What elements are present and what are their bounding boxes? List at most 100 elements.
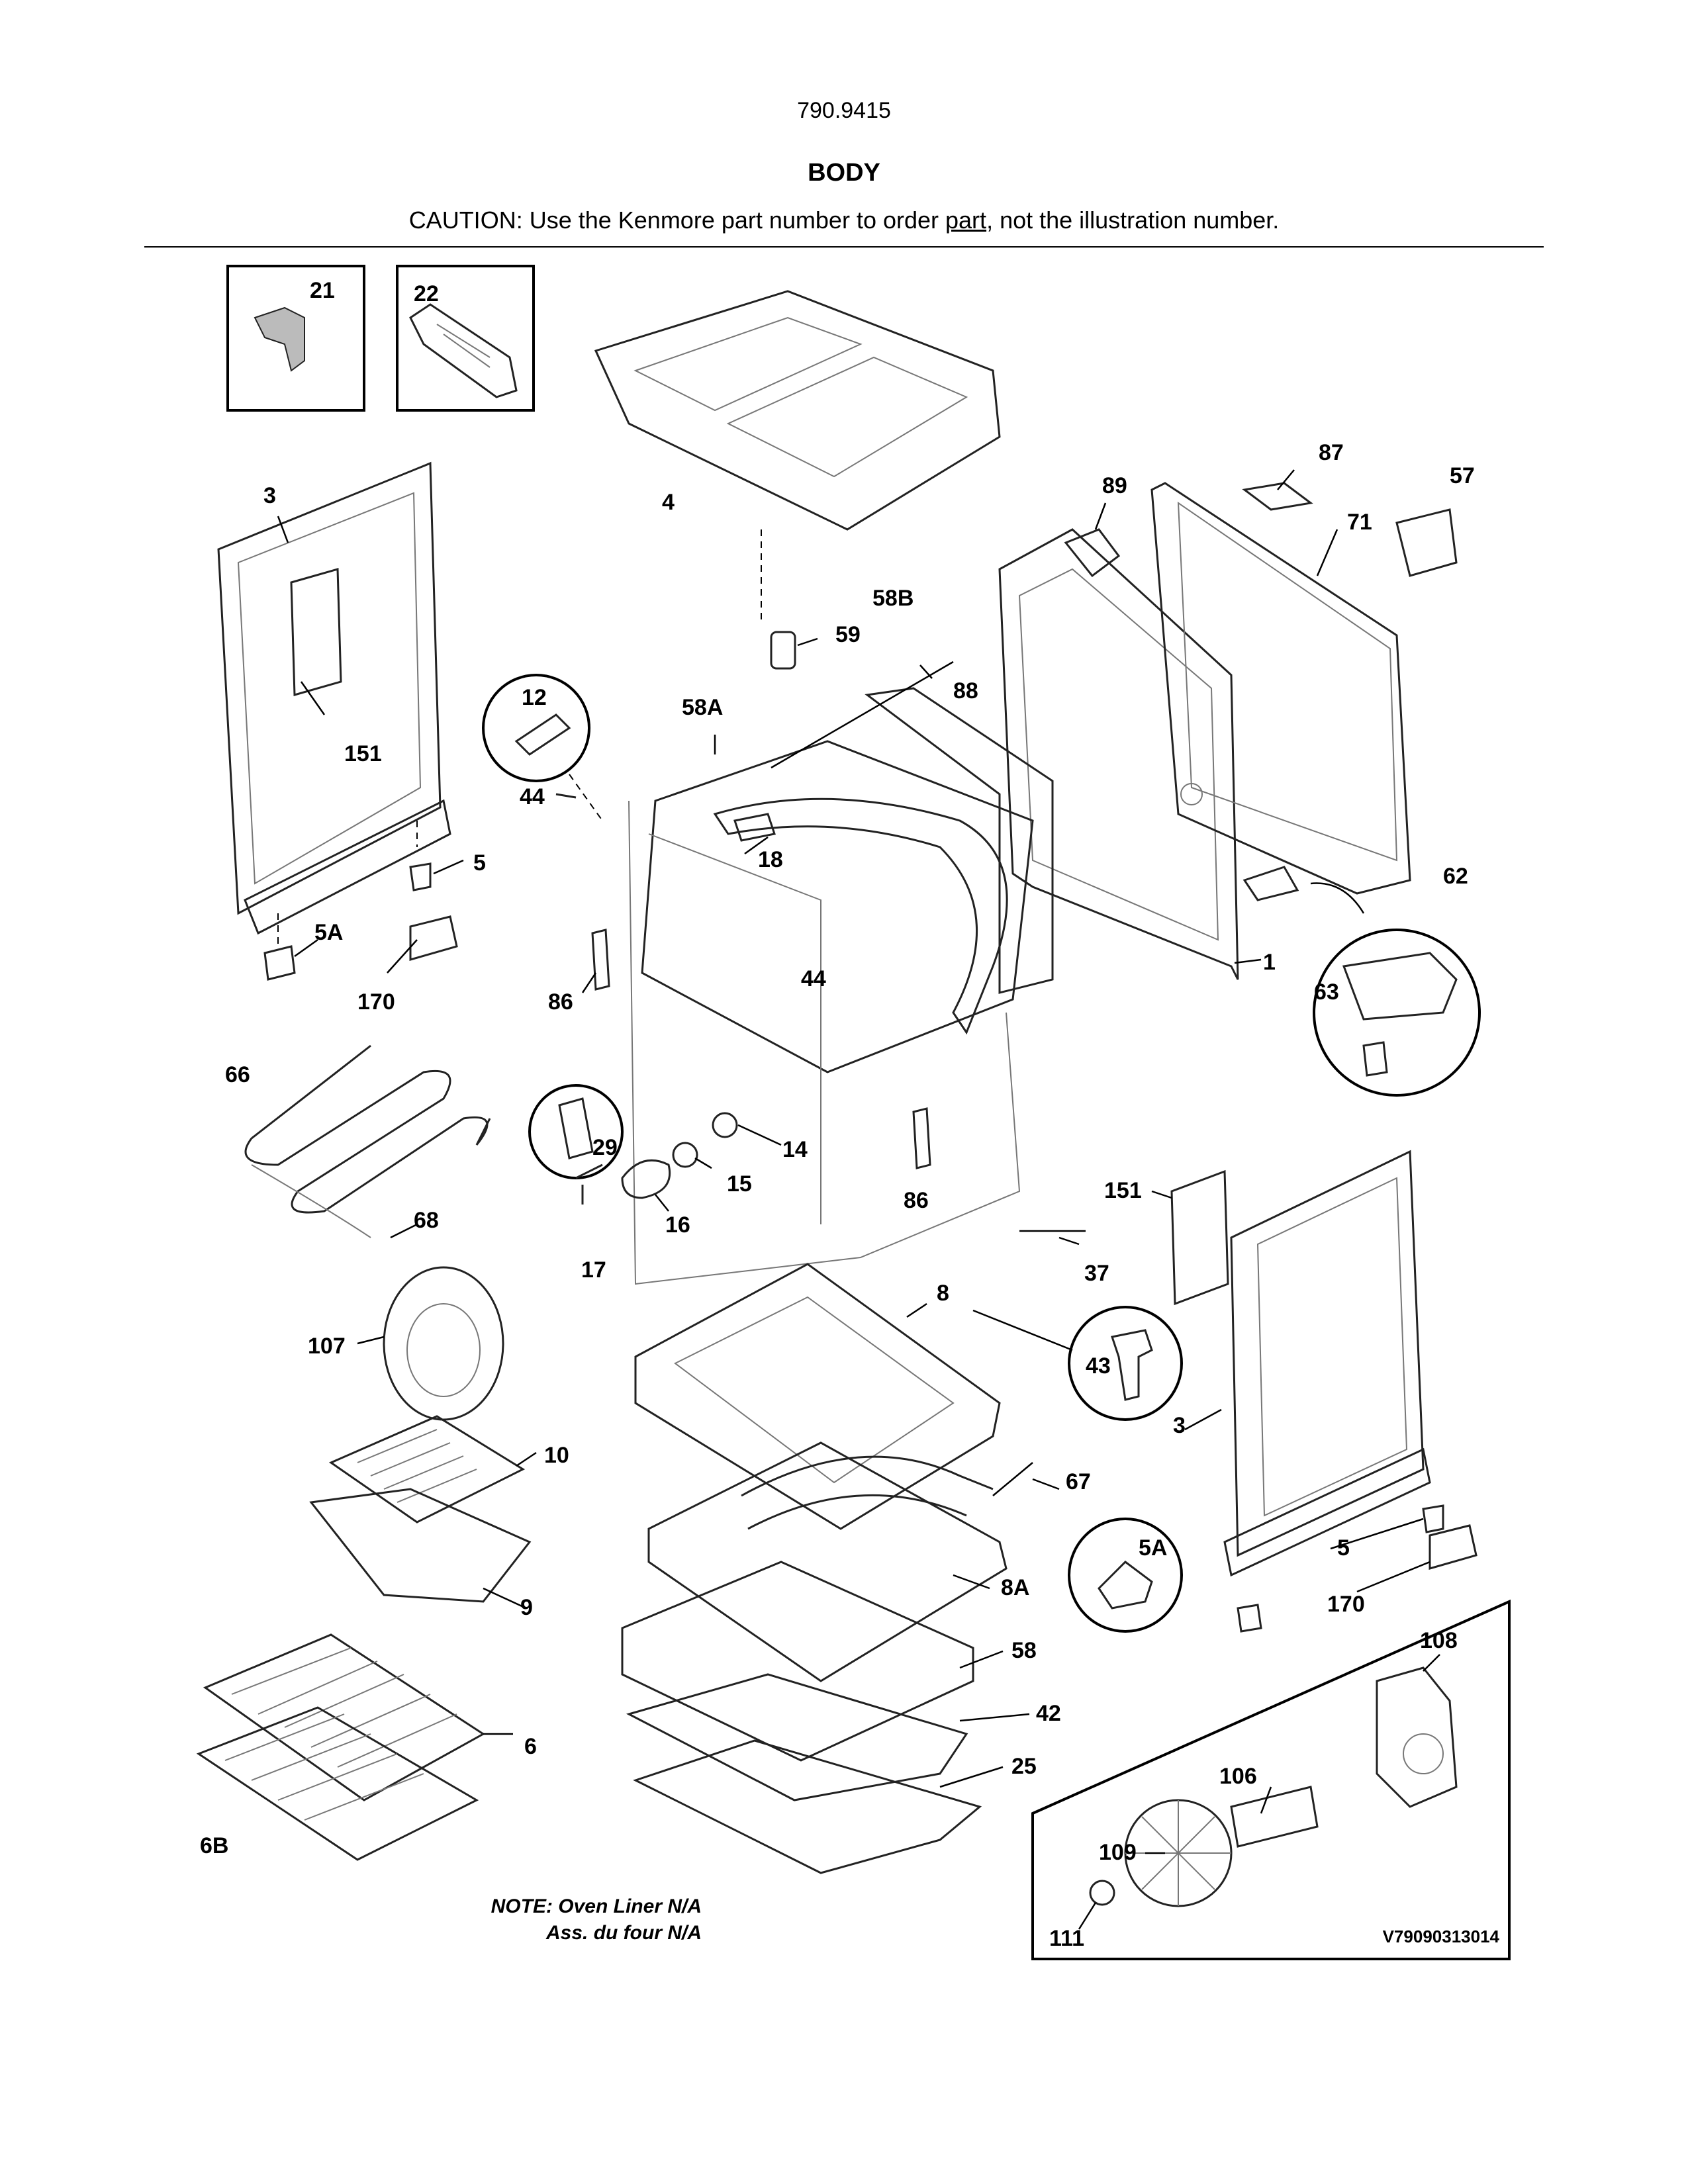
callout-29: 29 bbox=[592, 1135, 618, 1160]
caution-link[interactable]: part bbox=[945, 206, 987, 234]
part-4-top-panel bbox=[594, 290, 1001, 622]
callout-5A-b: 5A bbox=[1139, 1535, 1167, 1561]
part-58A-oven-cavity bbox=[628, 740, 1034, 1285]
callout-1: 1 bbox=[1263, 950, 1276, 975]
part-21-bracket bbox=[254, 306, 305, 372]
inset-circle-62 bbox=[1243, 866, 1481, 1097]
callout-151: 151 bbox=[344, 741, 382, 766]
part-151-bracket-right bbox=[1170, 1169, 1229, 1306]
callout-12: 12 bbox=[522, 685, 547, 710]
callout-8A: 8A bbox=[1001, 1575, 1029, 1600]
part-44-screw bbox=[555, 793, 577, 799]
part-89-bracket bbox=[1064, 528, 1121, 578]
part-58-insulation-bottom bbox=[621, 1561, 974, 1762]
callout-107: 107 bbox=[308, 1334, 346, 1359]
callout-5: 5 bbox=[473, 850, 486, 876]
part-86-bracket-left bbox=[591, 929, 610, 991]
callout-170-b: 170 bbox=[1327, 1592, 1365, 1617]
callout-21: 21 bbox=[310, 278, 335, 303]
callout-88: 88 bbox=[953, 678, 978, 704]
callout-37: 37 bbox=[1084, 1261, 1109, 1286]
part-111-nut bbox=[1089, 1880, 1115, 1906]
part-170-bracket bbox=[409, 915, 458, 961]
callout-25: 25 bbox=[1011, 1754, 1037, 1779]
callout-109: 109 bbox=[1099, 1840, 1137, 1865]
part-107-fan-cover bbox=[383, 1266, 504, 1421]
part-87-bracket bbox=[1242, 482, 1313, 511]
callout-42: 42 bbox=[1036, 1701, 1061, 1726]
callout-68: 68 bbox=[414, 1208, 439, 1233]
part-15-bulb bbox=[672, 1142, 698, 1168]
part-8-bottom-panel bbox=[634, 1263, 1001, 1530]
part-3-right-side-panel bbox=[1223, 1150, 1431, 1577]
callout-86-a: 86 bbox=[548, 989, 573, 1015]
part-57-cover-plate bbox=[1395, 508, 1458, 577]
inset-box-22 bbox=[396, 265, 535, 412]
callout-5A: 5A bbox=[314, 920, 343, 945]
part-88-wire bbox=[771, 660, 954, 769]
callout-14: 14 bbox=[782, 1137, 808, 1162]
leader-lines bbox=[277, 469, 1440, 1930]
caution-text: CAUTION: Use the Kenmore part number to … bbox=[0, 206, 1688, 234]
callout-9: 9 bbox=[520, 1595, 533, 1620]
part-109-fan-blade bbox=[1124, 1799, 1233, 1907]
callout-111: 111 bbox=[1049, 1926, 1084, 1951]
note-line-1: NOTE: Oven Liner N/A bbox=[491, 1895, 702, 1917]
part-5-leveler bbox=[409, 862, 432, 891]
callout-22: 22 bbox=[414, 281, 439, 306]
part-25-plate bbox=[633, 1739, 982, 1874]
inset-circle-29 bbox=[528, 1084, 624, 1179]
callout-44-a: 44 bbox=[520, 784, 545, 809]
model-number: 790.9415 bbox=[797, 98, 891, 123]
caution-post: , not the illustration number. bbox=[986, 206, 1280, 234]
callout-44-b: 44 bbox=[801, 966, 826, 991]
callout-58: 58 bbox=[1011, 1638, 1037, 1663]
callout-89: 89 bbox=[1102, 473, 1127, 498]
callout-18: 18 bbox=[758, 847, 783, 872]
callout-66: 66 bbox=[225, 1062, 250, 1087]
callout-3: 3 bbox=[263, 483, 276, 508]
callout-87: 87 bbox=[1319, 440, 1344, 465]
callout-6: 6 bbox=[524, 1734, 537, 1759]
callout-108: 108 bbox=[1420, 1628, 1458, 1653]
callout-5-b: 5 bbox=[1337, 1535, 1350, 1561]
part-67-wire bbox=[992, 1462, 1033, 1496]
callout-63: 63 bbox=[1314, 979, 1339, 1005]
part-3-left-side-panel bbox=[217, 461, 451, 946]
part-58B-insulation bbox=[713, 687, 1054, 1035]
callout-62: 62 bbox=[1443, 864, 1468, 889]
part-5A-leg bbox=[263, 945, 296, 981]
part-6-oven-rack bbox=[203, 1633, 485, 1801]
callout-170: 170 bbox=[357, 989, 395, 1015]
callout-67: 67 bbox=[1066, 1469, 1091, 1494]
part-106-shaft bbox=[1230, 1786, 1319, 1848]
callout-8: 8 bbox=[937, 1281, 949, 1306]
part-8A-bake-element bbox=[647, 1441, 1008, 1682]
callout-labels: 21 22 4 3 151 87 89 71 57 58B 59 88 58A … bbox=[200, 278, 1475, 1951]
callout-58A: 58A bbox=[682, 695, 723, 720]
inset-circle-43 bbox=[972, 1306, 1183, 1421]
callout-59: 59 bbox=[835, 622, 861, 647]
header-rule bbox=[144, 246, 1544, 248]
inset-circle-5A-right bbox=[1068, 1518, 1262, 1633]
callout-58B: 58B bbox=[872, 586, 914, 611]
part-5-leveler-right bbox=[1422, 1504, 1444, 1533]
part-17-clip bbox=[575, 1163, 603, 1205]
part-68-wire bbox=[251, 1164, 371, 1238]
part-59-cylinder bbox=[770, 631, 796, 670]
callout-4: 4 bbox=[662, 490, 675, 515]
callout-151-b: 151 bbox=[1104, 1178, 1142, 1203]
part-66-broil-element bbox=[244, 1044, 491, 1214]
part-71-rear-cover bbox=[1150, 482, 1411, 895]
callout-71: 71 bbox=[1347, 510, 1372, 535]
callout-57: 57 bbox=[1450, 463, 1475, 488]
part-9-broil-pan bbox=[309, 1488, 532, 1603]
callout-43: 43 bbox=[1086, 1353, 1111, 1379]
callout-16: 16 bbox=[665, 1212, 690, 1238]
part-10-broil-pan-grid bbox=[328, 1415, 526, 1524]
note-line-2: Ass. du four N/A bbox=[545, 1922, 702, 1944]
inset-box-21 bbox=[226, 265, 365, 412]
callout-15: 15 bbox=[727, 1171, 752, 1197]
part-1-back-panel bbox=[998, 528, 1239, 980]
